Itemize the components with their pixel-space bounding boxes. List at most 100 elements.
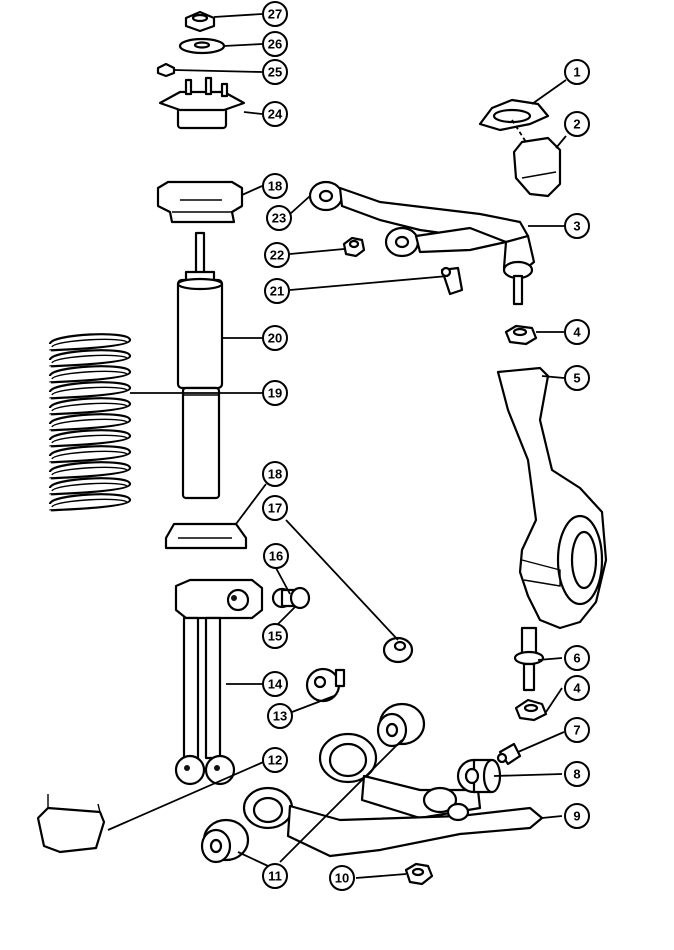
part-1-bumper-cap xyxy=(478,98,550,132)
callout-22-label: 22 xyxy=(270,248,284,263)
callout-16-label: 16 xyxy=(269,549,283,564)
spring-coil-turn xyxy=(48,445,132,464)
part-11-bushing-lower xyxy=(200,818,250,864)
callout-7-label: 7 xyxy=(573,723,580,738)
callout-23-label: 23 xyxy=(272,211,286,226)
spring-coil-edge xyxy=(51,482,129,492)
part-4-upper-nut xyxy=(504,324,538,346)
part-5-steering-knuckle xyxy=(496,366,608,692)
callout-6-label: 6 xyxy=(573,651,580,666)
callout-21-label: 21 xyxy=(270,284,284,299)
callout-9-label: 9 xyxy=(573,809,580,824)
callout-12-label: 12 xyxy=(268,753,282,768)
callout-24: 24 xyxy=(262,101,288,127)
spring-coil-turn xyxy=(48,493,132,512)
callout-15-label: 15 xyxy=(268,629,282,644)
part-25-nut xyxy=(156,62,176,78)
spring-coil-turn xyxy=(48,365,132,384)
spring-coil-edge xyxy=(51,354,129,364)
callout-18-lower: 18 xyxy=(262,461,288,487)
spring-coil-edge xyxy=(51,450,129,460)
part-4-lower-nut xyxy=(514,698,548,722)
callout-1: 1 xyxy=(564,59,590,85)
callout-14-label: 14 xyxy=(268,677,283,692)
callout-20: 20 xyxy=(262,325,288,351)
callout-5: 5 xyxy=(564,365,590,391)
spring-coil-turn xyxy=(48,333,132,352)
part-21-grease-fitting xyxy=(440,266,464,296)
callout-4-label: 4 xyxy=(573,681,581,696)
callout-23: 23 xyxy=(266,205,292,231)
part-24-upper-mount xyxy=(158,76,246,130)
callout-18-label: 18 xyxy=(268,467,282,482)
callout-22: 22 xyxy=(264,242,290,268)
callout-18-upper: 18 xyxy=(262,173,288,199)
part-17-nut xyxy=(382,636,414,664)
part-20-shock-absorber xyxy=(176,231,224,500)
callout-15: 15 xyxy=(262,623,288,649)
callout-27-label: 27 xyxy=(268,7,282,22)
callout-24-label: 24 xyxy=(268,107,283,122)
callout-1-label: 1 xyxy=(573,65,580,80)
callout-4-label: 4 xyxy=(573,325,581,340)
part-9-lower-control-arm xyxy=(242,732,544,858)
part-11-bushing-upper xyxy=(376,702,426,748)
callout-17: 17 xyxy=(262,495,288,521)
callout-17-label: 17 xyxy=(268,501,282,516)
callout-6: 6 xyxy=(564,645,590,671)
part-14-lower-shock-bracket xyxy=(174,578,264,786)
callout-13: 13 xyxy=(267,703,293,729)
callout-13-label: 13 xyxy=(273,709,287,724)
spring-coil-edge xyxy=(51,338,129,348)
callout-27: 27 xyxy=(262,1,288,27)
spring-coil-turn xyxy=(48,461,132,480)
spring-coil-edge xyxy=(51,386,129,396)
spring-coil-turn xyxy=(48,413,132,432)
spring-coil-edge xyxy=(51,466,129,476)
callout-12: 12 xyxy=(262,747,288,773)
callout-8-label: 8 xyxy=(573,767,580,782)
callout-18-label: 18 xyxy=(268,179,282,194)
part-26-washer xyxy=(178,37,226,55)
part-8-bushing xyxy=(456,758,502,794)
spring-coil-edge xyxy=(51,370,129,380)
spring-coil-edge xyxy=(51,402,129,412)
leader-lines xyxy=(107,13,567,879)
callout-25-label: 25 xyxy=(268,65,282,80)
part-27-nut xyxy=(184,10,216,33)
callout-7: 7 xyxy=(564,717,590,743)
callout-19-label: 19 xyxy=(268,386,282,401)
spring-coil-turn xyxy=(48,429,132,448)
callout-9: 9 xyxy=(564,803,590,829)
part-22-nut xyxy=(342,236,366,258)
spring-coil-turn xyxy=(48,477,132,496)
callout-4-upper: 4 xyxy=(564,319,590,345)
callout-26: 26 xyxy=(262,31,288,57)
part-2-jounce-bumper xyxy=(512,136,562,198)
callout-16: 16 xyxy=(263,543,289,569)
callout-21: 21 xyxy=(264,278,290,304)
part-10-nut xyxy=(404,862,434,886)
callout-2: 2 xyxy=(564,111,590,137)
spring-coil-edge xyxy=(51,498,129,508)
callout-11: 11 xyxy=(262,863,288,889)
spring-coil-turn xyxy=(48,349,132,368)
part-18-lower-isolator xyxy=(164,522,248,550)
spring-coil-edge xyxy=(51,418,129,428)
callout-25: 25 xyxy=(262,59,288,85)
spring-coil-edge xyxy=(51,434,129,444)
part-19-coil-spring xyxy=(48,333,132,512)
callout-2-label: 2 xyxy=(573,117,580,132)
callout-19: 19 xyxy=(262,380,288,406)
callout-4-lower: 4 xyxy=(564,675,590,701)
callout-3: 3 xyxy=(564,213,590,239)
callout-5-label: 5 xyxy=(573,371,580,386)
part-15-16-bolt-bushing xyxy=(271,586,311,610)
part-3-upper-control-arm xyxy=(308,180,536,306)
part-12-bracket xyxy=(36,794,106,854)
callout-3-label: 3 xyxy=(573,219,580,234)
callout-11-label: 11 xyxy=(268,869,282,884)
callout-8: 8 xyxy=(564,761,590,787)
callout-20-label: 20 xyxy=(268,331,282,346)
